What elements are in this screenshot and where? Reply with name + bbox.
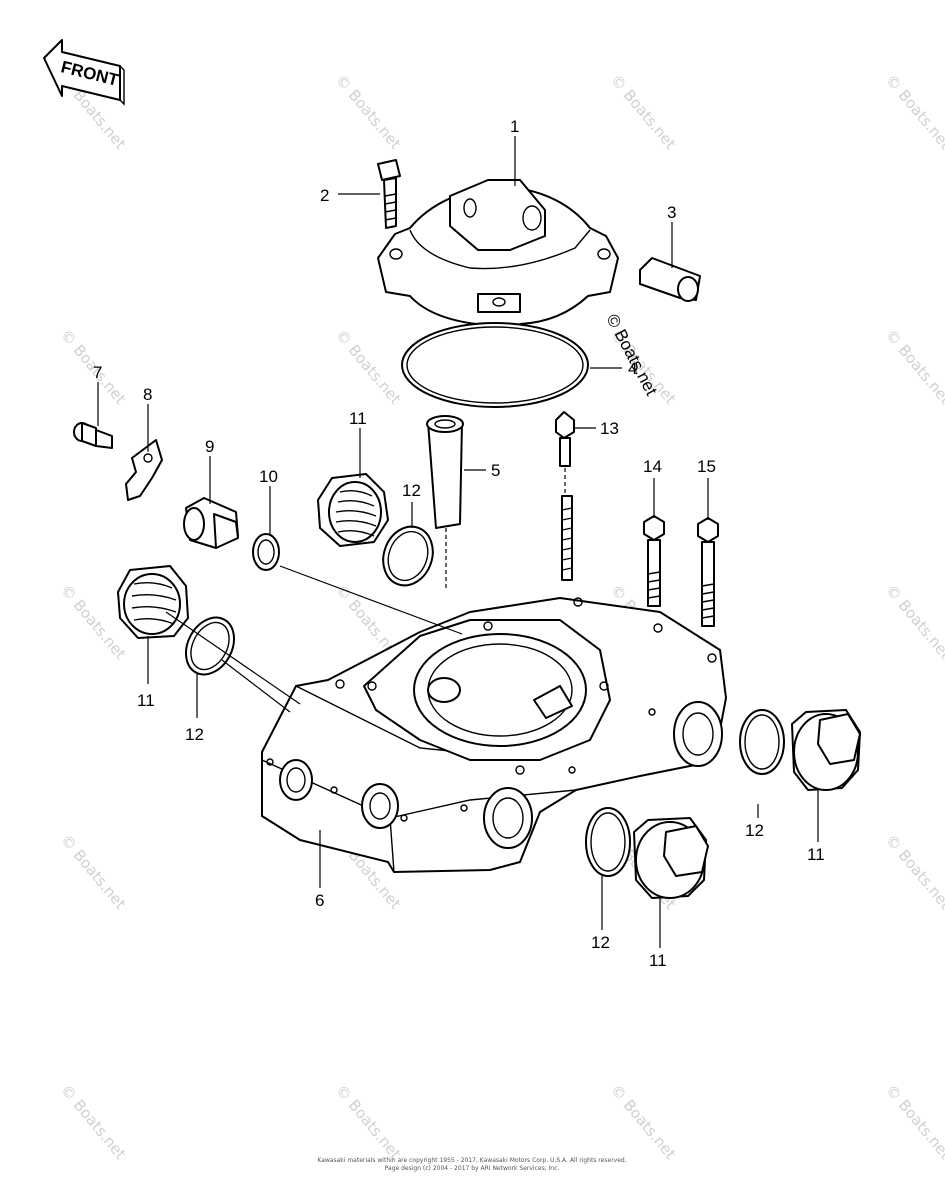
callout-3: 3 xyxy=(667,203,676,222)
watermark-19: © Boats.net xyxy=(882,1081,945,1163)
watermark-1: © Boats.net xyxy=(332,71,405,153)
watermark-3: © Boats.net xyxy=(882,71,945,153)
part-4-o-ring xyxy=(401,322,589,408)
center-copyright-mark: © Boats.net xyxy=(602,311,661,399)
callout-4: 4 xyxy=(628,359,637,378)
callout-10: 10 xyxy=(259,467,278,486)
watermark-11: © Boats.net xyxy=(882,581,945,663)
watermark-2: © Boats.net xyxy=(607,71,680,153)
callout-11-bottom: 11 xyxy=(649,951,667,970)
part-12-o-ring-right xyxy=(739,709,785,775)
watermark-7: © Boats.net xyxy=(882,326,945,408)
part-8-bracket xyxy=(125,439,163,501)
part-6-housing xyxy=(261,597,727,873)
part-11-hex-plug-bottom xyxy=(633,817,709,899)
callout-13: 13 xyxy=(600,419,619,438)
watermark-15: © Boats.net xyxy=(882,831,945,913)
callout-8: 8 xyxy=(143,385,152,404)
callout-2: 2 xyxy=(320,186,329,205)
footer-copyright-line-2: Page design (c) 2004 - 2017 by ARI Netwo… xyxy=(385,1165,560,1172)
part-3-pin xyxy=(639,257,701,302)
part-11-cap-left xyxy=(117,565,189,639)
callout-7: 7 xyxy=(93,363,102,382)
callout-15: 15 xyxy=(697,457,716,476)
part-1-cover xyxy=(377,179,619,339)
part-2-bolt xyxy=(377,159,401,229)
callout-labels: 1 2 3 4 5 6 7 8 9 10 11 11 11 11 12 12 1… xyxy=(93,117,825,970)
watermark-5: © Boats.net xyxy=(332,326,405,408)
part-7-screw xyxy=(73,422,113,449)
callout-11-right: 11 xyxy=(807,845,825,864)
watermark-12: © Boats.net xyxy=(57,831,130,913)
part-13-stud xyxy=(555,411,575,581)
part-11-hex-plug-right xyxy=(791,709,861,791)
part-15-bolt xyxy=(697,517,719,627)
part-14-bolt xyxy=(643,515,665,607)
callout-12-right: 12 xyxy=(745,821,764,840)
callout-11-left: 11 xyxy=(137,691,155,710)
part-11-cap-upper xyxy=(317,473,389,547)
leader-lines xyxy=(97,136,819,948)
watermark-18: © Boats.net xyxy=(607,1081,680,1163)
callout-11-upper: 11 xyxy=(349,409,367,428)
callout-1: 1 xyxy=(510,117,519,136)
part-9-plug xyxy=(183,497,239,549)
part-12-o-ring-bottom xyxy=(585,807,631,877)
callout-6: 6 xyxy=(315,891,324,910)
callout-12-upper: 12 xyxy=(402,481,421,500)
watermark-17: © Boats.net xyxy=(332,1081,405,1163)
part-10-washer xyxy=(252,533,280,571)
watermark-16: © Boats.net xyxy=(57,1081,130,1163)
callout-12-left: 12 xyxy=(185,725,204,744)
footer-copyright-line-1: Kawasaki materials within are copyright … xyxy=(317,1157,626,1164)
callout-5: 5 xyxy=(491,461,500,480)
part-5-tube xyxy=(426,415,464,590)
callout-12-bottom: 12 xyxy=(591,933,610,952)
part-12-o-ring-upper xyxy=(382,525,434,587)
front-arrow-icon: FRONT xyxy=(43,39,125,106)
callout-9: 9 xyxy=(205,437,214,456)
callout-14: 14 xyxy=(643,457,662,476)
